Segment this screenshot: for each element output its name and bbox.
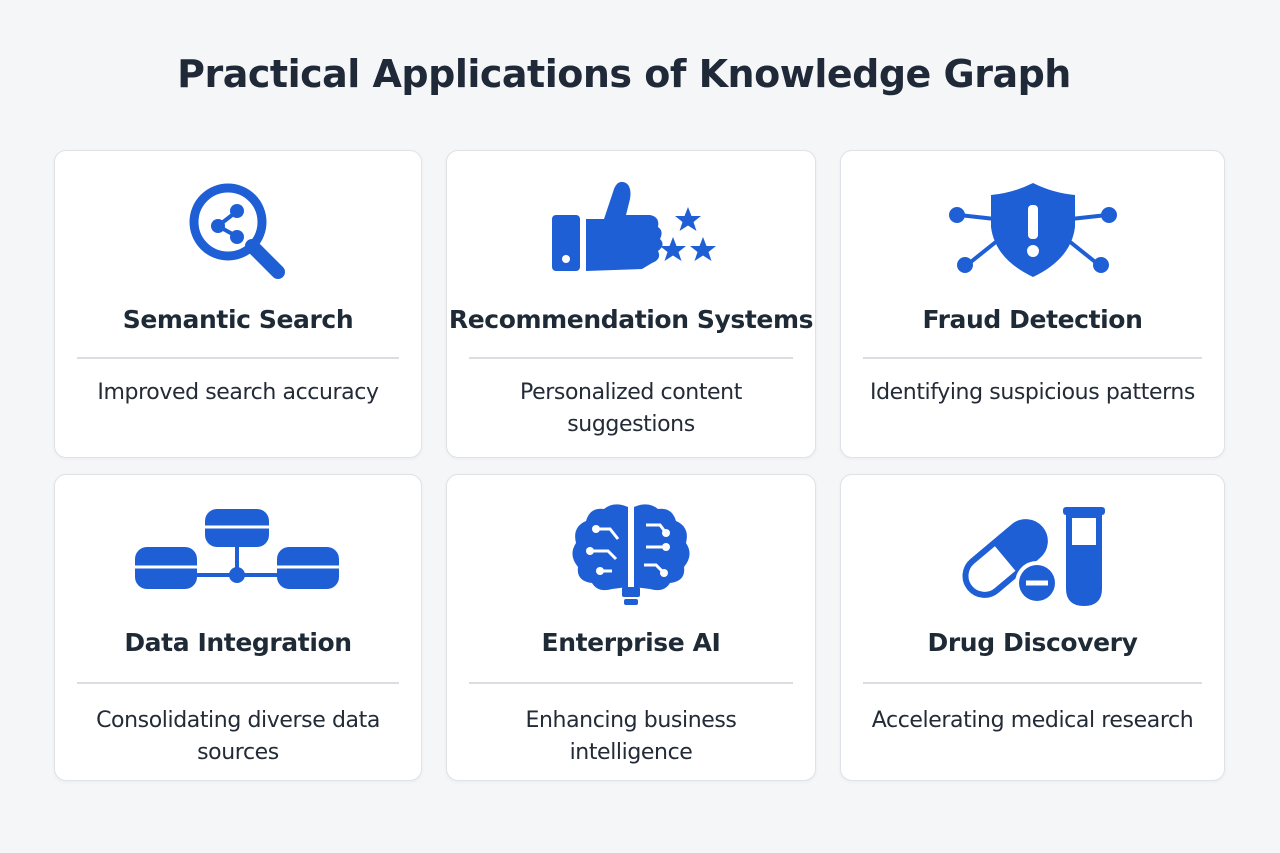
card-heading: Semantic Search xyxy=(122,305,354,334)
card-description: Consolidating diverse data sources xyxy=(96,708,380,765)
magnifier-graph-icon xyxy=(55,173,421,285)
page-title: Practical Applications of Knowledge Grap… xyxy=(177,52,1071,96)
card-heading: Drug Discovery xyxy=(927,628,1138,657)
card-heading: Fraud Detection xyxy=(922,305,1143,334)
brain-circuit-icon xyxy=(447,499,815,611)
card-divider xyxy=(77,682,399,684)
card-description: Identifying suspicious patterns xyxy=(870,380,1195,405)
card-recommendation-systems: Recommendation Systems Personalized cont… xyxy=(446,150,816,458)
card-enterprise-ai: Enterprise AI Enhancing business intelli… xyxy=(446,474,816,781)
card-description: Enhancing business intelligence xyxy=(525,708,737,765)
card-drug-discovery: Drug Discovery Accelerating medical rese… xyxy=(840,474,1225,781)
shield-network-icon xyxy=(841,173,1224,285)
databases-linked-icon xyxy=(55,499,421,611)
card-heading: Data Integration xyxy=(124,628,352,657)
card-description: Improved search accuracy xyxy=(97,380,379,405)
card-divider xyxy=(863,682,1202,684)
card-divider xyxy=(469,682,793,684)
card-description: Personalized content suggestions xyxy=(520,380,742,437)
card-semantic-search: Semantic Search Improved search accuracy xyxy=(54,150,422,458)
pill-test-tube-icon xyxy=(841,499,1224,611)
card-divider xyxy=(863,357,1202,359)
thumbs-up-stars-icon xyxy=(447,173,815,285)
card-fraud-detection: Fraud Detection Identifying suspicious p… xyxy=(840,150,1225,458)
card-description: Accelerating medical research xyxy=(871,708,1194,733)
card-heading: Enterprise AI xyxy=(541,628,721,657)
card-heading: Recommendation Systems xyxy=(448,305,814,334)
card-divider xyxy=(469,357,793,359)
card-data-integration: Data Integration Consolidating diverse d… xyxy=(54,474,422,781)
card-divider xyxy=(77,357,399,359)
